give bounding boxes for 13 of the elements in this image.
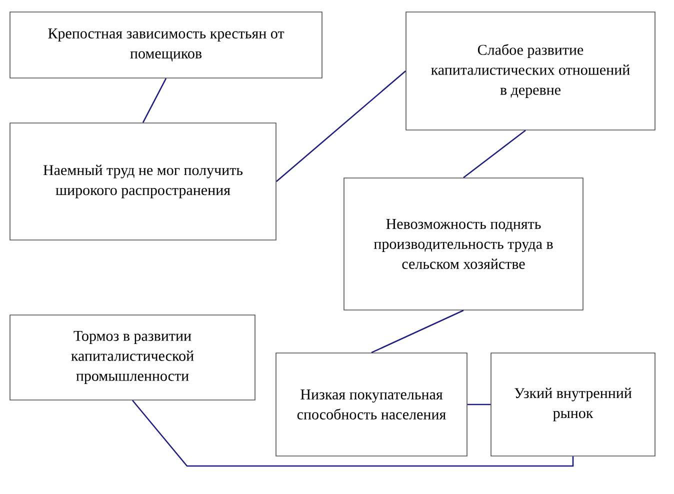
connector-line [132,400,574,467]
text-box: Низкая покупательная способность населения [276,352,468,456]
text-box: Тормоз в развитии капиталистической промышленности [10,314,256,400]
text-box: Наемный труд не мог получить широкого распространения [10,122,276,240]
connector-line [276,70,406,182]
connector-line [142,78,167,123]
connector-line [463,130,526,178]
text-box: Крепостная зависимость крестьян от помещиков [10,12,322,78]
text-box: Невозможность поднять производительность труда в сельском хозяйстве [344,178,584,310]
text-box: Узкий внутренний рынок [490,352,656,456]
connector-line [467,404,491,406]
connector-line [371,310,464,354]
text-box: Слабое развитие капиталистических отношений в деревне [406,12,656,130]
